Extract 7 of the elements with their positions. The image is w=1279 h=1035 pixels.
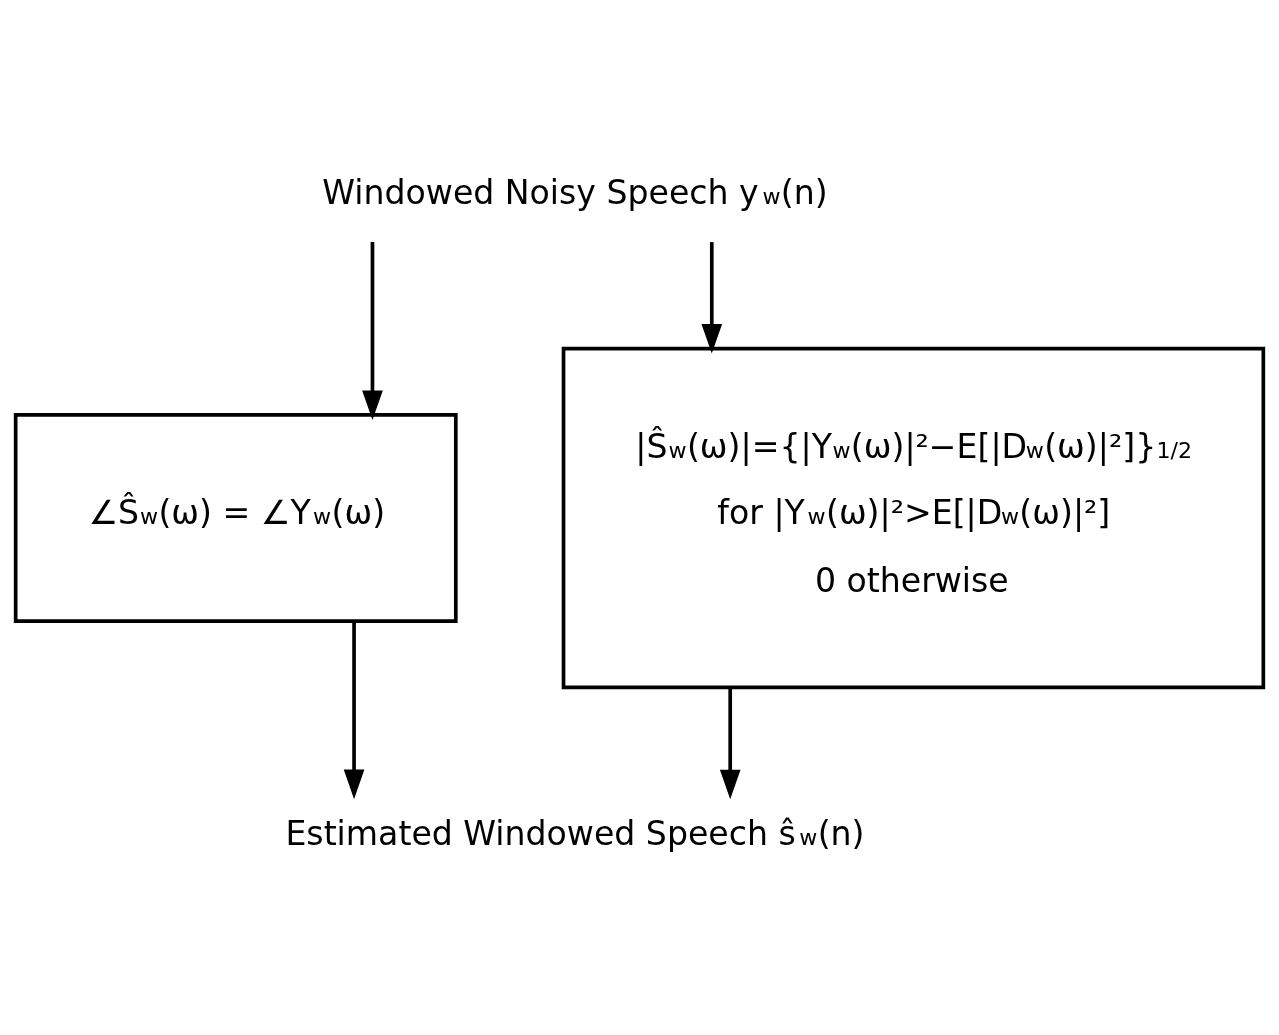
node-text: Windowed Noisy Speech yw(n)	[322, 172, 828, 212]
arrow	[719, 687, 741, 799]
node-box: |Ŝw(ω)|={|Yw(ω)|²−E[|Dw(ω)|²]}1/2 for |Yw(ω)|²>E[|Dw(ω)|²] 0 otherwise	[561, 346, 1266, 689]
arrow	[343, 620, 365, 799]
arrow	[362, 241, 383, 420]
arrow	[701, 241, 723, 354]
node-box: ∠Ŝw(ω) = ∠Yw(ω)	[13, 412, 458, 623]
